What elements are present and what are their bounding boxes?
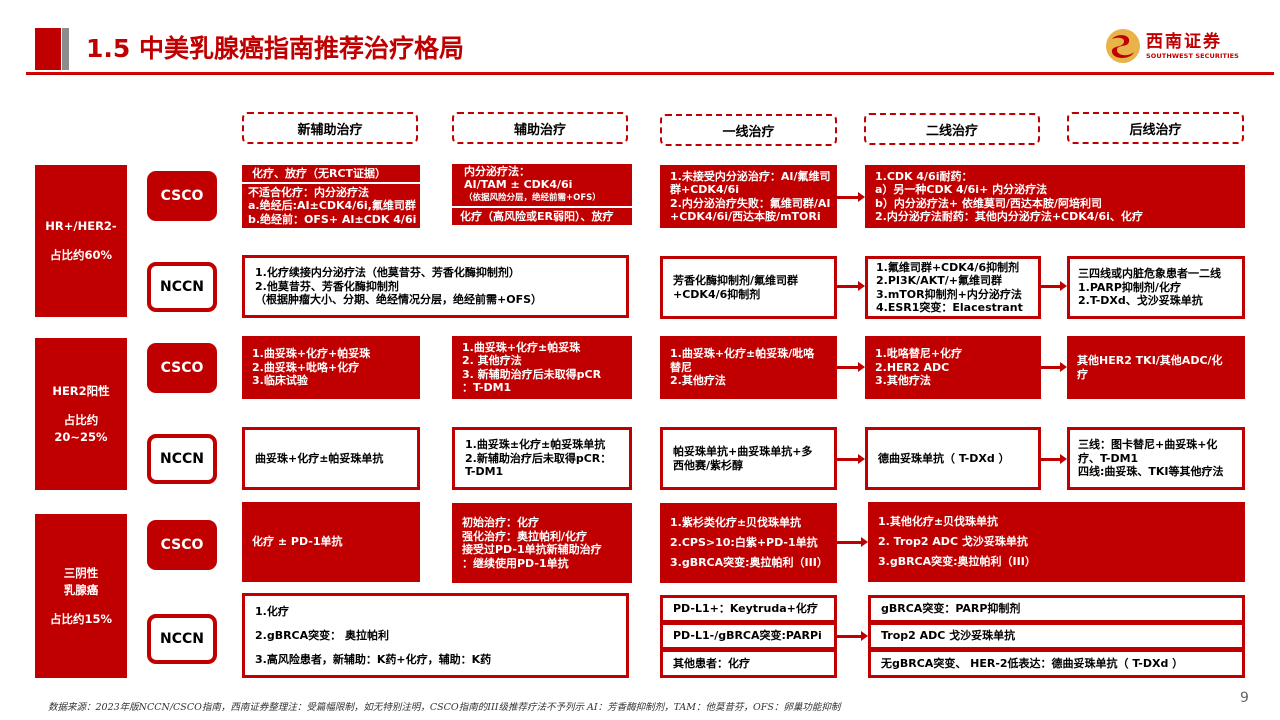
arrow-right-icon (837, 362, 865, 372)
category-share-label: 占比约 (63, 412, 99, 427)
csco-badge: CSCO (147, 171, 217, 221)
her2-csco-first-line-box: 1.曲妥珠+化疗±帕妥珠/吡咯 替尼 2.其他疗法 (660, 336, 837, 399)
csco-badge: CSCO (147, 343, 217, 393)
column-header-neoadjuvant: 新辅助治疗 (242, 112, 418, 144)
arrow-right-icon (837, 192, 865, 202)
category-name: HER2阳性 (52, 383, 110, 398)
southwest-securities-logo-icon (1106, 29, 1140, 63)
tnbc-nccn-first-line-box-1: PD-L1+：Keytruda+化疗 (660, 595, 837, 623)
her2-nccn-adjuvant-box: 1.曲妥珠±化疗±帕妥珠单抗 2.新辅助治疗后未取得pCR： T-DM1 (452, 427, 632, 490)
tnbc-nccn-first-line-box-2: PD-L1-/gBRCA突变:PARPi (660, 622, 837, 650)
nccn-badge: NCCN (147, 614, 217, 664)
tnbc-nccn-neo-adjuvant-box: 1.化疗 2.gBRCA突变： 奥拉帕利 3.高风险患者，新辅助：K药+化疗，辅… (242, 593, 629, 678)
category-share: 20~25% (54, 429, 108, 444)
category-her2-positive: HER2阳性 占比约 20~25% (35, 338, 127, 490)
arrow-right-icon (837, 537, 868, 547)
her2-csco-second-line-box: 1.吡咯替尼+化疗 2.HER2 ADC 3.其他疗法 (865, 336, 1041, 399)
logo-english-name: SOUTHWEST SECURITIES (1146, 52, 1239, 60)
her2-nccn-later-line-box: 三线：图卡替尼+曲妥珠+化 疗、T-DM1 四线:曲妥珠、TKI等其他疗法 (1067, 427, 1245, 490)
her2-nccn-first-line-box: 帕妥珠单抗+曲妥珠单抗+多 西他赛/紫杉醇 (660, 427, 837, 490)
title-accent-bar (62, 28, 69, 70)
tnbc-csco-first-line-box: 1.紫杉类化疗±贝伐珠单抗 2.CPS>10:白紫+PD-1单抗 3.gBRCA… (660, 503, 837, 583)
category-share: 占比约60% (49, 248, 113, 262)
header-divider-shadow (26, 74, 1274, 75)
tnbc-csco-neoadjuvant-box: 化疗 ± PD-1单抗 (242, 502, 420, 582)
hr-nccn-first-line-box: 芳香化酶抑制剂/氟维司群 +CDK4/6抑制剂 (660, 256, 837, 319)
hr-csco-neoadjuvant-box-1: 化疗、放疗（无RCT证据） (242, 165, 420, 182)
tnbc-csco-adjuvant-box: 初始治疗：化疗 强化治疗：奥拉帕利/化疗 接受过PD-1单抗新辅助治疗 ：继续使… (452, 503, 632, 583)
hr-csco-neoadjuvant-box-2: 不适合化疗：内分泌疗法 a.绝经后:AI±CDK4/6i,氟维司群 b.绝经前：… (242, 184, 420, 228)
category-name: HR+/HER2- (45, 219, 117, 233)
hr-csco-first-line-box: 1.未接受内分泌治疗：AI/氟维司 群+CDK4/6i 2.内分泌治疗失败：氟维… (660, 165, 837, 228)
her2-nccn-neoadjuvant-box: 曲妥珠+化疗±帕妥珠单抗 (242, 427, 420, 490)
arrow-right-icon (837, 281, 865, 291)
nccn-badge: NCCN (147, 262, 217, 312)
category-triple-negative: 三阴性 乳腺癌 占比约15% (35, 514, 127, 678)
hr-csco-second-line-box: 1.CDK 4/6i耐药： a）另一种CDK 4/6i+ 内分泌疗法 b）内分泌… (865, 165, 1245, 228)
her2-nccn-second-line-box: 德曲妥珠单抗（ T-DXd ） (865, 427, 1041, 490)
arrow-right-icon (1041, 454, 1067, 464)
tnbc-nccn-second-line-box-3: 无gBRCA突变、 HER-2低表达：德曲妥珠单抗（ T-DXd ） (868, 649, 1245, 678)
arrow-right-icon (1041, 281, 1067, 291)
logo-chinese-name: 西南证券 (1146, 32, 1222, 52)
her2-csco-later-line-box: 其他HER2 TKI/其他ADC/化 疗 (1067, 336, 1245, 399)
tnbc-nccn-second-line-box-2: Trop2 ADC 戈沙妥珠单抗 (868, 622, 1245, 650)
tnbc-csco-second-line-box: 1.其他化疗±贝伐珠单抗 2. Trop2 ADC 戈沙妥珠单抗 3.gBRCA… (868, 502, 1245, 582)
page-title: 1.5 中美乳腺癌指南推荐治疗格局 (86, 34, 464, 63)
header-divider (26, 72, 1274, 75)
arrow-right-icon (837, 454, 865, 464)
hr-nccn-later-line-box: 三四线或内脏危象患者一二线 1.PARP抑制剂/化疗 2.T-DXd、戈沙妥珠单… (1067, 256, 1245, 319)
her2-csco-neoadjuvant-box: 1.曲妥珠+化疗+帕妥珠 2.曲妥珠+吡咯+化疗 3.临床试验 (242, 336, 420, 399)
title-accent-block (35, 28, 61, 70)
category-name-line1: 三阴性 (63, 565, 99, 580)
category-name-line2: 乳腺癌 (63, 582, 99, 597)
hr-csco-adjuvant-box-1: 内分泌疗法： AI/TAM ± CDK4/6i （依据风险分层，绝经前需+OFS… (452, 164, 632, 206)
her2-csco-adjuvant-box: 1.曲妥珠+化疗±帕妥珠 2. 其他疗法 3. 新辅助治疗后未取得pCR ：T-… (452, 336, 632, 399)
footnote-source: 数据来源：2023年版NCCN/CSCO指南，西南证券整理注：受篇幅限制，如无特… (48, 702, 841, 713)
nccn-badge: NCCN (147, 434, 217, 484)
hr-nccn-neo-adjuvant-box: 1.化疗续接内分泌疗法（他莫昔芬、芳香化酶抑制剂） 2.他莫昔芬、芳香化酶抑制剂… (242, 255, 629, 318)
tnbc-nccn-second-line-box-1: gBRCA突变：PARP抑制剂 (868, 595, 1245, 623)
company-logo: 西南证券 SOUTHWEST SECURITIES (1105, 23, 1255, 69)
hr-nccn-second-line-box: 1.氟维司群+CDK4/6抑制剂 2.PI3K/AKT/+氟维司群 3.mTOR… (865, 256, 1041, 319)
category-hr-positive: HR+/HER2- 占比约60% (35, 165, 127, 317)
arrow-right-icon (837, 631, 868, 641)
column-header-second-line: 二线治疗 (864, 113, 1040, 145)
hr-csco-adjuvant-box-2: 化疗（高风险或ER弱阳）、放疗 (452, 208, 632, 225)
csco-badge: CSCO (147, 520, 217, 570)
column-header-later-line: 后线治疗 (1067, 112, 1244, 144)
column-header-first-line: 一线治疗 (660, 114, 837, 146)
arrow-right-icon (1041, 362, 1067, 372)
page-number: 9 (1240, 690, 1249, 706)
tnbc-nccn-first-line-box-3: 其他患者：化疗 (660, 649, 837, 678)
column-header-adjuvant: 辅助治疗 (452, 112, 628, 144)
category-share: 占比约15% (49, 611, 113, 626)
